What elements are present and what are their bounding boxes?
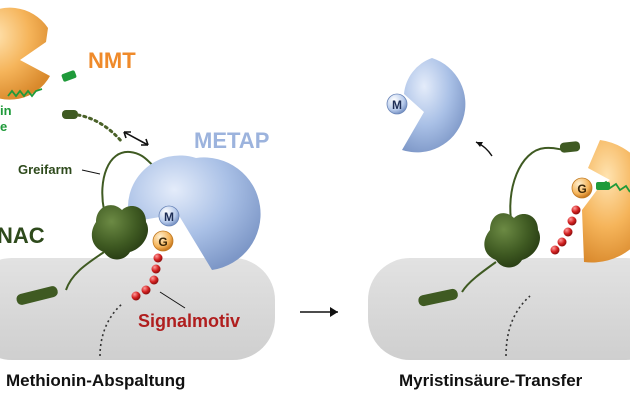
mrna-strand-right: [505, 295, 531, 357]
glycine-ball-right: [571, 177, 593, 199]
methionine-ball-left: [158, 205, 180, 227]
caption-left: Methionin-Abspaltung: [6, 371, 185, 390]
caption-right: Myristinsäure-Transfer: [399, 371, 583, 390]
nac-tail-left: [65, 251, 105, 291]
double-arrow-icon: [123, 131, 149, 146]
double-arrow-head-a: [123, 131, 131, 139]
methionine-letter-left: M: [164, 210, 174, 224]
ribosome-left: [0, 258, 275, 360]
glycine-ball-left: [152, 230, 174, 252]
greifarm-arm-right: [509, 146, 567, 227]
nac-body-left: [91, 205, 149, 260]
signalmotiv-pointer: [159, 291, 186, 309]
myristoyl-anchor-left: [61, 70, 77, 82]
nac-anchor-right: [418, 288, 458, 307]
nmt-side-label-line1: in: [0, 103, 12, 118]
nmt-dotted-tether: [76, 113, 124, 144]
ribosome-right: [368, 258, 630, 360]
nmt-side-label-line2: e: [0, 119, 7, 134]
nmt-arm-left: [62, 110, 78, 119]
glycine-letter-left: G: [158, 235, 167, 249]
signalmotiv-label: Signalmotiv: [138, 311, 240, 331]
nac-label: NAC: [0, 223, 45, 248]
methionine-letter-released: M: [392, 98, 402, 112]
double-arrow-head-b: [141, 138, 149, 146]
myristoyl-anchor-right: [596, 182, 610, 190]
signal-dots-left: [131, 253, 163, 301]
nmt-label: NMT: [88, 48, 136, 73]
methionine-ball-released: [386, 93, 408, 115]
nmt-enzyme-right: [582, 140, 630, 263]
signal-dots-right: [550, 205, 581, 255]
nac-anchor-left: [16, 286, 58, 305]
greifarm-label: Greifarm: [18, 162, 72, 177]
metap-label: METAP: [194, 128, 269, 153]
myristoyl-chain-left: [7, 88, 43, 98]
nac-body-right: [484, 213, 541, 268]
greifarm-pointer: [81, 169, 101, 175]
nmt-arm-right: [559, 141, 581, 153]
glycine-letter-right: G: [577, 182, 586, 196]
nac-tail-right: [461, 261, 497, 293]
metap-enzyme-left: [127, 155, 261, 270]
step-arrow-head: [330, 307, 338, 317]
release-arrow-head: [476, 142, 483, 147]
nmt-enzyme-left: [0, 7, 50, 100]
metap-enzyme-released: [402, 58, 466, 153]
mrna-strand-left: [99, 303, 123, 357]
